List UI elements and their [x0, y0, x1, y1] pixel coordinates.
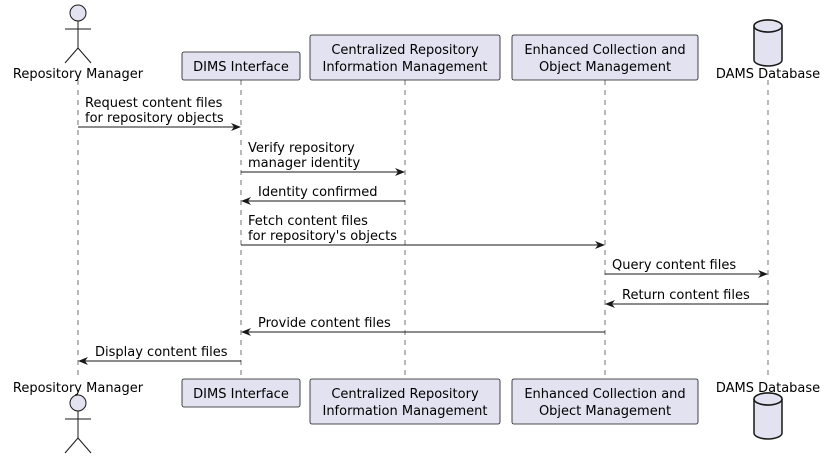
participant-label: Enhanced Collection and	[524, 387, 685, 402]
message-label: Identity confirmed	[258, 185, 378, 200]
arrowhead-icon	[595, 241, 605, 249]
arrowhead-icon	[395, 168, 405, 176]
participant-label: Enhanced Collection and	[524, 43, 685, 58]
stick-figure-icon	[64, 4, 92, 64]
participant-label: DIMS Interface	[193, 60, 289, 75]
message-5: Query content files	[605, 258, 768, 278]
participant-label-top: DAMS Database	[716, 67, 820, 82]
participant-label: Centralized Repository	[331, 387, 479, 402]
participant-label: Object Management	[539, 404, 671, 419]
arrowhead-icon	[78, 357, 88, 365]
arrowhead-icon	[241, 197, 251, 205]
message-label: Fetch content files	[248, 214, 368, 229]
participant-label: Information Management	[322, 60, 487, 75]
arrowhead-icon	[605, 300, 615, 308]
stick-figure-icon	[64, 394, 92, 454]
message-3: Identity confirmed	[241, 185, 405, 205]
participant-label: Object Management	[539, 60, 671, 75]
message-label: manager identity	[248, 156, 360, 171]
message-label: Display content files	[95, 345, 228, 360]
message-label: Return content files	[622, 288, 750, 303]
message-label: for repository's objects	[248, 229, 397, 244]
message-7: Provide content files	[241, 316, 605, 336]
message-label: Request content files	[85, 96, 223, 111]
message-8: Display content files	[78, 345, 241, 365]
message-label: Verify repository	[248, 141, 355, 156]
arrowhead-icon	[241, 328, 251, 336]
participant-label-bottom: DAMS Database	[716, 381, 820, 396]
participant-label: DIMS Interface	[193, 387, 289, 402]
participant-label: Information Management	[322, 404, 487, 419]
participant-label-top: Repository Manager	[13, 67, 144, 82]
message-label: Query content files	[612, 258, 736, 273]
participant-label: Centralized Repository	[331, 43, 479, 58]
arrowhead-icon	[231, 123, 241, 131]
participant-box-dims-bottom: DIMS Interface	[181, 378, 301, 408]
database-cylinder-icon	[753, 392, 783, 440]
participant-box-dims-top: DIMS Interface	[181, 51, 301, 81]
message-label: Provide content files	[258, 316, 391, 331]
participant-label-bottom: Repository Manager	[13, 381, 144, 396]
arrowhead-icon	[758, 270, 768, 278]
database-cylinder-icon	[753, 19, 783, 67]
message-label: for repository objects	[85, 111, 224, 126]
message-6: Return content files	[605, 288, 768, 308]
